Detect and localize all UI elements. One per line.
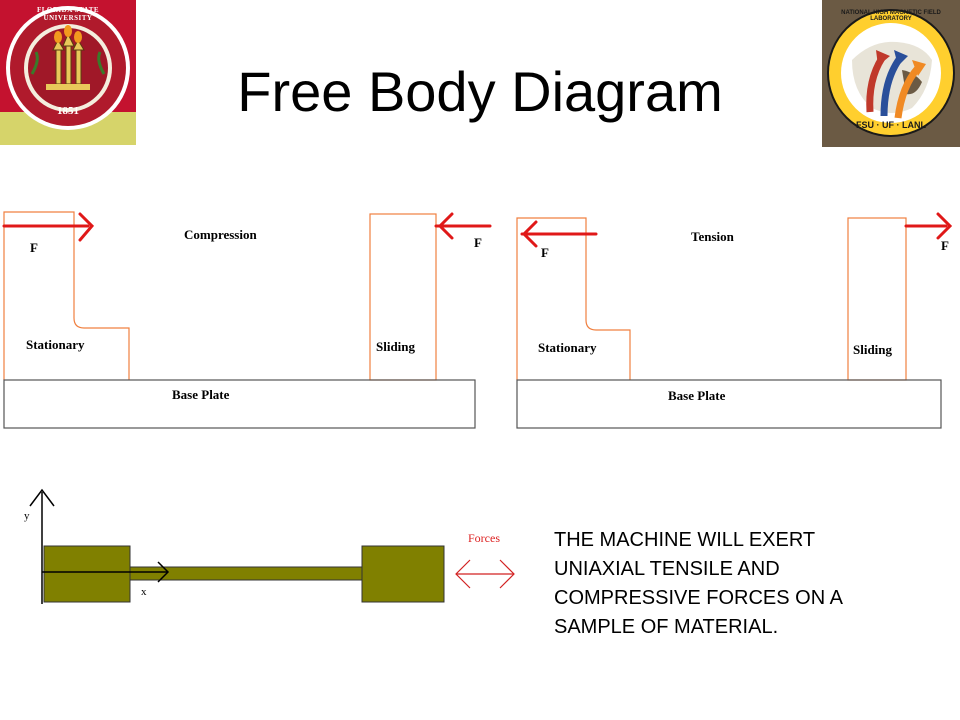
compression-sliding-label: Sliding	[376, 339, 416, 354]
description-line: SAMPLE OF MATERIAL.	[554, 616, 779, 638]
description-line: COMPRESSIVE FORCES ON A	[554, 587, 843, 609]
compression-force-left-label: F	[30, 240, 38, 255]
description-text: THE MACHINE WILL EXERT UNIAXIAL TENSILE …	[554, 526, 924, 642]
fsu-seal-year: 1851	[57, 105, 79, 117]
stationary-block	[516, 217, 631, 380]
left-grip-block	[43, 545, 131, 603]
base-plate	[3, 379, 476, 429]
y-axis	[29, 488, 55, 604]
force-arrow-right	[904, 212, 953, 240]
forces-double-arrow	[455, 559, 515, 589]
tension-sliding-label: Sliding	[853, 342, 893, 357]
force-arrow-left	[520, 220, 598, 248]
nhmfl-logo-text: NATIONAL HIGH MAGNETIC FIELD LABORATORY	[841, 10, 941, 22]
tension-force-left-label: F	[541, 245, 549, 260]
tension-title: Tension	[691, 229, 734, 244]
base-plate	[516, 379, 942, 429]
right-grip-block	[361, 545, 445, 603]
nhmfl-logo-icon	[822, 0, 960, 147]
force-arrow-right	[2, 212, 95, 242]
page-title: Free Body Diagram	[237, 60, 723, 123]
tension-base-label: Base Plate	[668, 388, 726, 403]
x-axis-label: x	[141, 586, 147, 598]
nhmfl-logo-subtext: FSU · UF · LANL	[856, 120, 926, 130]
description-line: THE MACHINE WILL EXERT	[554, 529, 816, 551]
fsu-seal-text: FLORIDA STATE UNIVERSITY	[36, 6, 100, 22]
y-axis-label: y	[24, 510, 30, 522]
nhmfl-logo: NATIONAL HIGH MAGNETIC FIELD LABORATORY …	[822, 0, 960, 147]
compression-title: Compression	[184, 227, 257, 242]
description-line: UNIAXIAL TENSILE AND	[554, 558, 780, 580]
compression-stationary-label: Stationary	[26, 337, 85, 352]
stationary-block	[3, 211, 130, 380]
fsu-seal-icon	[0, 0, 136, 145]
tension-stationary-label: Stationary	[538, 340, 597, 355]
sliding-block	[369, 213, 437, 381]
fsu-seal-logo: FLORIDA STATE UNIVERSITY 1851	[0, 0, 136, 145]
x-axis	[42, 561, 170, 583]
compression-diagram	[2, 211, 492, 429]
tension-diagram	[516, 212, 953, 429]
tension-force-right-label: F	[941, 238, 949, 253]
sample-bar-diagram	[29, 488, 515, 604]
force-arrow-left	[434, 212, 492, 240]
compression-force-right-label: F	[474, 235, 482, 250]
compression-base-label: Base Plate	[172, 387, 230, 402]
forces-label: Forces	[468, 531, 500, 545]
